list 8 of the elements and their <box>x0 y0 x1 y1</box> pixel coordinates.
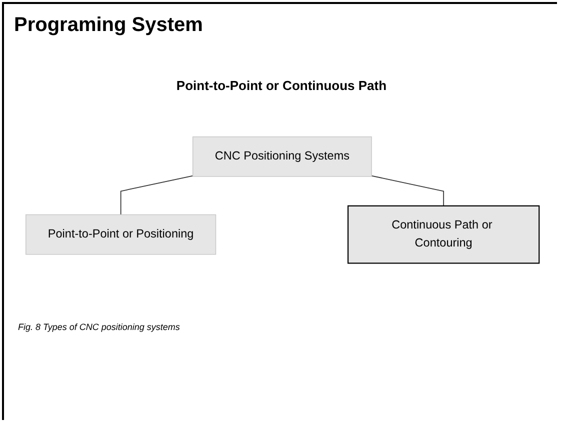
node-box: Continuous Path or Contouring <box>347 205 540 264</box>
node-box: Point-to-Point or Positioning <box>26 214 216 255</box>
slide-title: Programing System <box>14 14 203 37</box>
connector <box>371 175 444 206</box>
figure-caption: Fig. 8 Types of CNC positioning systems <box>18 322 180 332</box>
subtitle: Point-to-Point or Continuous Path <box>175 78 388 93</box>
connector <box>120 175 194 216</box>
node-box: CNC Positioning Systems <box>192 136 372 177</box>
